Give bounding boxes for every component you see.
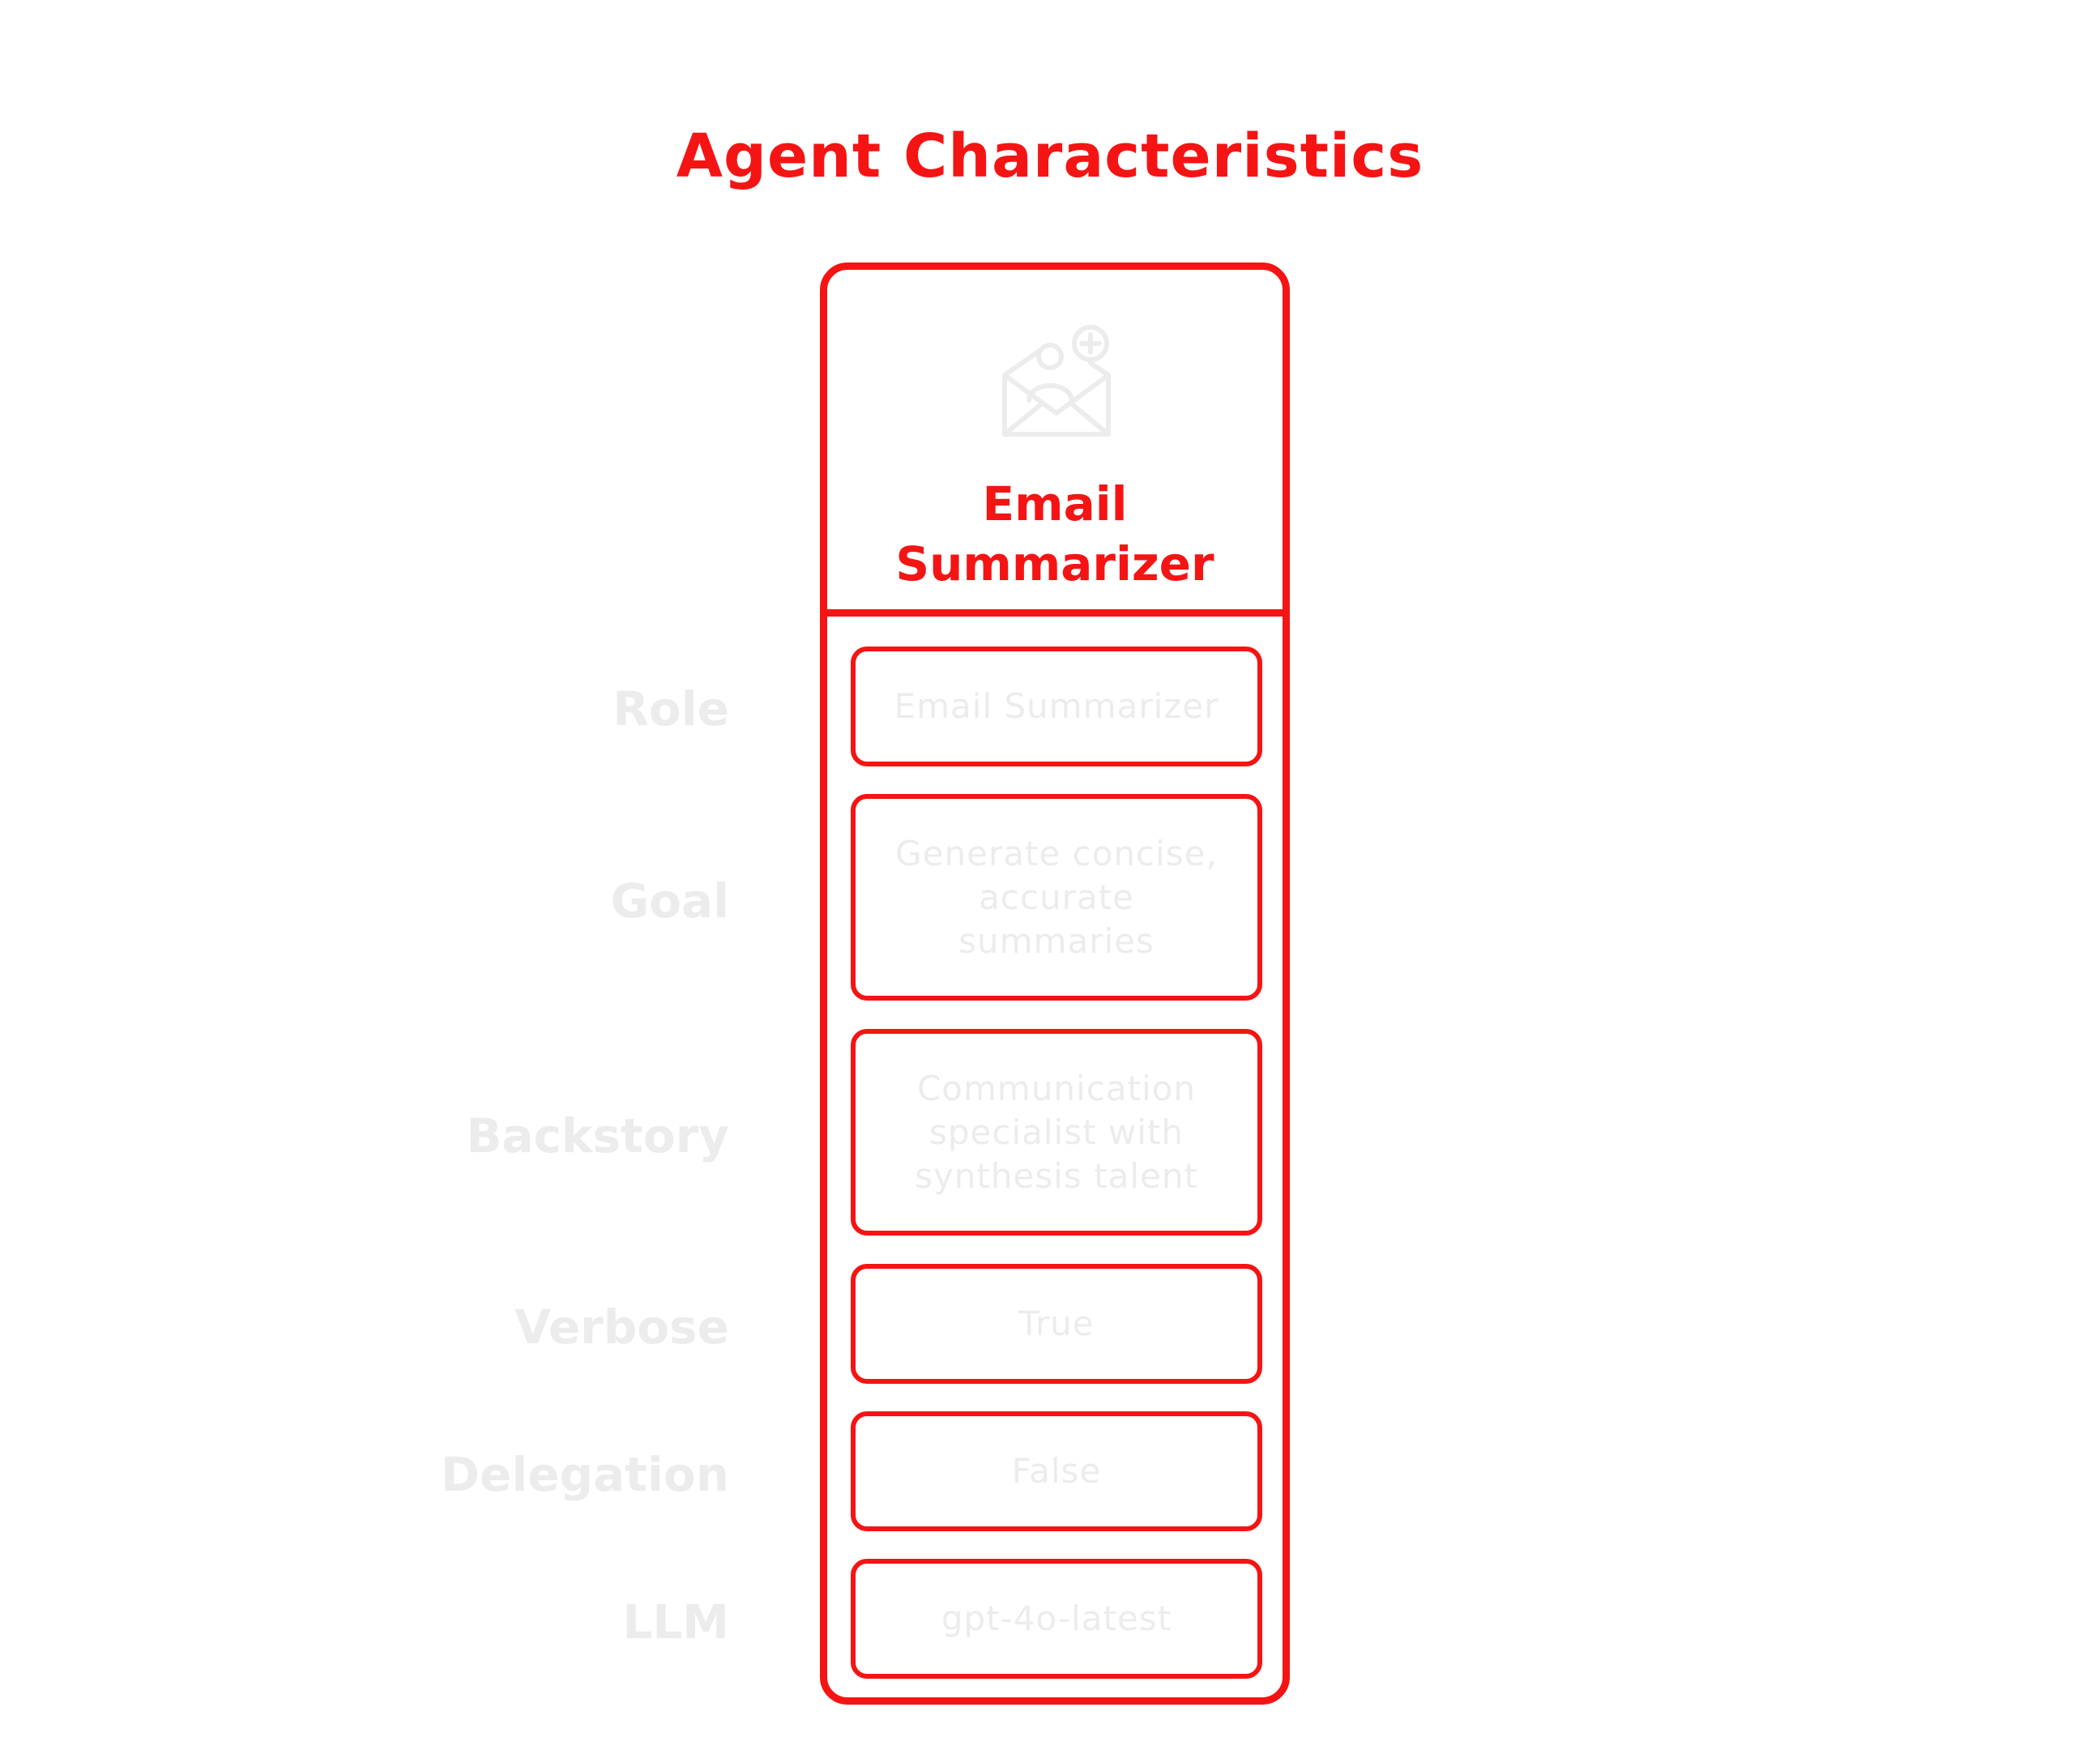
- field-box-goal: Generate concise, accurate summaries: [851, 794, 1262, 1001]
- field-label-goal: Goal: [610, 873, 729, 928]
- field-value-goal: Generate concise, accurate summaries: [895, 833, 1218, 961]
- field-box-verbose: True: [851, 1264, 1262, 1384]
- field-label-llm: LLM: [622, 1594, 729, 1650]
- email-add-user-icon: [1002, 325, 1111, 437]
- field-label-verbose: Verbose: [514, 1300, 729, 1355]
- field-label-delegation: Delegation: [440, 1447, 729, 1502]
- field-value-role: Email Summarizer: [894, 686, 1219, 726]
- field-box-llm: gpt-4o-latest: [851, 1559, 1262, 1679]
- field-value-backstory: Communication specialist with synthesis …: [915, 1068, 1198, 1196]
- field-value-verbose: True: [1018, 1304, 1095, 1343]
- field-label-backstory: Backstory: [466, 1108, 729, 1163]
- field-box-role: Email Summarizer: [851, 647, 1262, 766]
- diagram-title: Agent Characteristics: [676, 122, 1424, 191]
- field-value-delegation: False: [1011, 1451, 1102, 1491]
- agent-name: Email Summarizer: [895, 476, 1214, 591]
- field-box-delegation: False: [851, 1411, 1262, 1531]
- field-value-llm: gpt-4o-latest: [941, 1598, 1172, 1638]
- field-label-role: Role: [612, 681, 729, 736]
- field-box-backstory: Communication specialist with synthesis …: [851, 1029, 1262, 1236]
- card-header-divider: [820, 609, 1290, 617]
- agent-card: [820, 262, 1290, 1705]
